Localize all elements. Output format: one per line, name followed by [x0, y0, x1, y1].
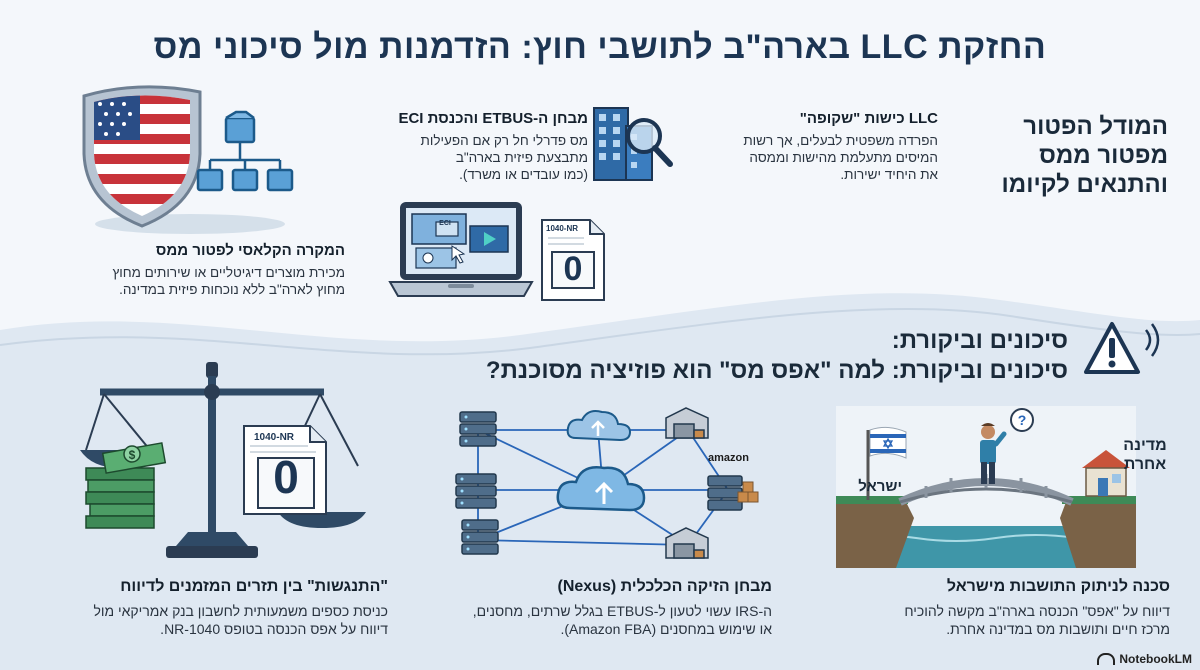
panel-nexus: מבחן הזיקה הכלכלית (Nexus) ה-IRS עשוי לט…	[432, 578, 772, 638]
llc-heading: LLC כישות "שקופה"	[799, 110, 938, 127]
svg-text:?: ?	[1018, 412, 1027, 428]
risk-heading: סיכונים וביקורת: סיכונים וביקורת: למה "א…	[368, 326, 1068, 386]
other-country-line-2: אחרת	[1123, 456, 1167, 473]
form-label-bottom: 1040-NR	[254, 432, 295, 443]
etbus-block: מבחן ה-ETBUS והכנסת ECI מס פדרלי חל רק א…	[338, 110, 588, 183]
etbus-heading: מבחן ה-ETBUS והכנסת ECI	[398, 110, 588, 127]
side-heading-line-2: מפטור ממס	[1039, 142, 1168, 169]
bridge-illustration: ?	[836, 406, 1136, 568]
side-heading-line-3: והתנאים לקיומו	[1001, 171, 1168, 198]
panel-nexus-heading: מבחן הזיקה הכלכלית (Nexus)	[557, 578, 772, 595]
panel-cashflow-body-2: דיווח על אפס הכנסה בטופס 1040-NR.	[160, 621, 388, 637]
notebooklm-logo-icon	[1097, 653, 1116, 665]
other-country-line-1: מדינה	[1123, 437, 1167, 454]
risk-heading-line-2: סיכונים וביקורת: למה "אפס מס" הוא פוזיצי…	[485, 357, 1068, 384]
building-magnifier-icon	[593, 107, 673, 181]
balance-scale-illustration: $	[80, 362, 366, 558]
panel-cashflow: "התנגשות" בין תזרים המזמנים לדיווח כניסת…	[28, 578, 388, 638]
other-country-label: מדינה אחרת	[1100, 436, 1190, 474]
panel-residency-heading: סכנה לניתוק התושבות מישראל	[946, 578, 1170, 595]
form-zero-top: 0	[563, 250, 583, 288]
classic-heading: המקרה הקלאסי לפטור ממס	[155, 242, 345, 259]
warning-icon	[1084, 322, 1160, 374]
llc-block: LLC כישות "שקופה" הפרדה משפטית לבעלים, א…	[678, 110, 938, 183]
form-label-top: 1040-NR	[546, 224, 579, 233]
panel-residency: סכנה לניתוק התושבות מישראל דיווח על "אפס…	[840, 578, 1170, 638]
eci-screen-label: ECI	[439, 220, 451, 227]
panel-nexus-body-1: ה-IRS עשוי לטעון ל-ETBUS בגלל שרתים, מחס…	[472, 603, 772, 619]
etbus-body-2: מתבצעת פיזית בארה"ב	[455, 150, 588, 165]
page-title: החזקת LLC בארה"ב לתושבי חוץ: הזדמנות מול…	[153, 28, 1047, 66]
panel-nexus-body-2: או שימוש במחסנים (Amazon FBA).	[560, 621, 772, 637]
laptop-icon	[388, 202, 534, 297]
panel-residency-body-1: דיווח על "אפס" הכנסה בארה"ב מקשה להוכיח	[904, 603, 1170, 619]
form-zero-bottom: 0	[273, 451, 299, 503]
side-heading-line-1: המודל הפטור	[1023, 113, 1168, 140]
svg-text:$: $	[129, 448, 136, 462]
panel-cashflow-heading: "התנגשות" בין תזרים המזמנים לדיווח	[120, 578, 388, 595]
amazon-label: amazon	[708, 452, 749, 464]
classic-body-1: מכירת מוצרים דיגיטליים או שירותים מחוץ	[112, 265, 345, 280]
nexus-network-illustration	[455, 407, 759, 559]
panel-cashflow-body-1: כניסת כספים משמעותית לחשבון בנק אמריקאי …	[93, 603, 388, 619]
llc-body-2: המיסים מתעלמת מהישות וממסה	[749, 150, 938, 165]
form-document-icon	[541, 219, 605, 301]
etbus-body-1: מס פדרלי חל רק אם הפעילות	[420, 133, 588, 148]
exemption-model-heading: המודל הפטור מפטור ממס והתנאים לקיומו	[968, 112, 1168, 199]
us-shield-icon	[82, 85, 294, 234]
notebooklm-logo-text: NotebookLM	[1119, 652, 1192, 666]
etbus-body-3: (כמו עובדים או משרד).	[459, 167, 588, 182]
panel-residency-body-2: מרכז חיים ותושבות מס במדינה אחרת.	[946, 621, 1170, 637]
notebooklm-logo: NotebookLM	[1097, 652, 1192, 666]
israel-label: ישראל	[858, 478, 902, 495]
llc-body-3: את היחיד ישירות.	[840, 167, 938, 182]
classic-case-block: המקרה הקלאסי לפטור ממס מכירת מוצרים דיגי…	[45, 242, 345, 298]
risk-heading-line-1: סיכונים וביקורת:	[891, 327, 1068, 354]
llc-body-1: הפרדה משפטית לבעלים, אך רשות	[743, 133, 938, 148]
classic-body-2: מחוץ לארה"ב ללא נוכחות פיזית במדינה.	[119, 282, 345, 297]
